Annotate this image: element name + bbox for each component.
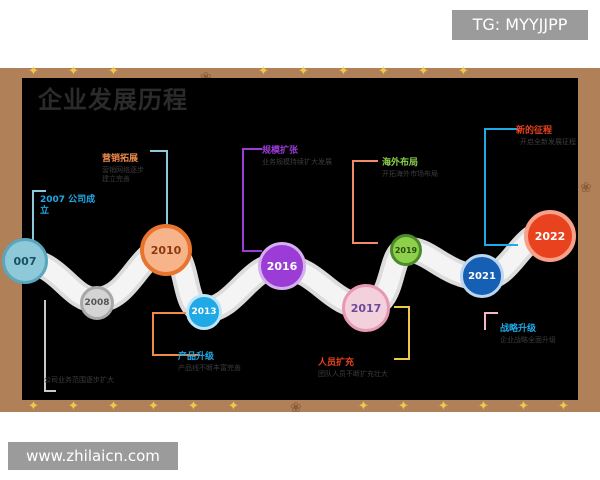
bracket-2021 bbox=[484, 312, 498, 330]
year-2019: 2019 bbox=[394, 245, 418, 255]
year-2022: 2022 bbox=[534, 229, 566, 243]
bracket-2022 bbox=[484, 128, 518, 246]
star-icon: ✦ bbox=[378, 64, 389, 79]
node-2016: 2016 bbox=[258, 242, 306, 290]
bracket-2008 bbox=[44, 300, 56, 392]
node-2022: 2022 bbox=[524, 210, 576, 262]
year-2007: 007 bbox=[13, 254, 37, 268]
year-2008: 2008 bbox=[84, 298, 110, 308]
paw-print-icon: ❀ bbox=[580, 180, 592, 196]
year-2017: 2017 bbox=[350, 301, 382, 315]
star-icon: ✦ bbox=[148, 399, 159, 414]
node-2007: 007 bbox=[2, 238, 48, 284]
star-icon: ✦ bbox=[258, 64, 269, 79]
desc-2008: 公司业务范围逐步扩大 bbox=[44, 376, 114, 384]
desc-2021: 企业战略全面升级 bbox=[500, 336, 556, 344]
star-icon: ✦ bbox=[68, 399, 79, 414]
label-2017: 人员扩充 bbox=[318, 358, 355, 368]
desc-2017: 团队人员不断扩充壮大 bbox=[318, 370, 388, 378]
node-2017: 2017 bbox=[342, 284, 390, 332]
paw-print-icon: ❀ bbox=[290, 400, 302, 416]
star-icon: ✦ bbox=[418, 64, 429, 79]
star-icon: ✦ bbox=[188, 399, 199, 414]
label-2010: 营销拓展 bbox=[102, 154, 139, 164]
label-2013: 产品升级 bbox=[178, 352, 215, 362]
bracket-2013 bbox=[152, 312, 200, 356]
label-2022: 新的征程 bbox=[516, 126, 553, 136]
node-2019: 2019 bbox=[390, 234, 422, 266]
node-2008: 2008 bbox=[80, 286, 114, 320]
bracket-2016 bbox=[242, 148, 262, 252]
year-2016: 2016 bbox=[266, 259, 298, 273]
node-2021: 2021 bbox=[460, 254, 504, 298]
site-watermark: www.zhilaicn.com bbox=[8, 442, 178, 470]
star-icon: ✦ bbox=[68, 64, 79, 79]
star-icon: ✦ bbox=[398, 399, 409, 414]
label-2019: 海外布局 bbox=[382, 158, 419, 168]
desc-2019: 开拓海外市场布局 bbox=[382, 170, 438, 178]
desc-2022: 开启全新发展征程 bbox=[520, 138, 576, 146]
bracket-2019 bbox=[352, 160, 378, 244]
node-2010: 2010 bbox=[140, 224, 192, 276]
bracket-2007 bbox=[32, 190, 46, 242]
tg-watermark: TG: MYYJJPP bbox=[452, 10, 588, 40]
star-icon: ✦ bbox=[28, 399, 39, 414]
star-icon: ✦ bbox=[358, 399, 369, 414]
star-icon: ✦ bbox=[478, 399, 489, 414]
star-icon: ✦ bbox=[458, 64, 469, 79]
star-icon: ✦ bbox=[338, 64, 349, 79]
star-icon: ✦ bbox=[228, 399, 239, 414]
year-2013: 2013 bbox=[191, 307, 217, 317]
page-title: 企业发展历程 bbox=[38, 86, 188, 114]
star-icon: ✦ bbox=[558, 399, 569, 414]
desc-2010: 营销网络逐步建立完善 bbox=[102, 166, 144, 183]
label-2007: 2007 公司成立 bbox=[40, 195, 96, 216]
node-2013: 2013 bbox=[186, 294, 222, 330]
year-2010: 2010 bbox=[150, 243, 182, 257]
desc-2013: 产品线不断丰富完善 bbox=[178, 364, 241, 372]
star-icon: ✦ bbox=[438, 399, 449, 414]
desc-2016: 业务规模持续扩大发展 bbox=[262, 158, 332, 166]
star-icon: ✦ bbox=[28, 64, 39, 79]
star-icon: ✦ bbox=[108, 399, 119, 414]
bracket-2010 bbox=[150, 150, 168, 226]
label-2021: 战略升级 bbox=[500, 324, 537, 334]
year-2021: 2021 bbox=[468, 270, 496, 282]
label-2016: 规模扩张 bbox=[262, 146, 299, 156]
star-icon: ✦ bbox=[518, 399, 529, 414]
star-icon: ✦ bbox=[298, 64, 309, 79]
bracket-2017 bbox=[394, 306, 410, 360]
star-icon: ✦ bbox=[108, 64, 119, 79]
